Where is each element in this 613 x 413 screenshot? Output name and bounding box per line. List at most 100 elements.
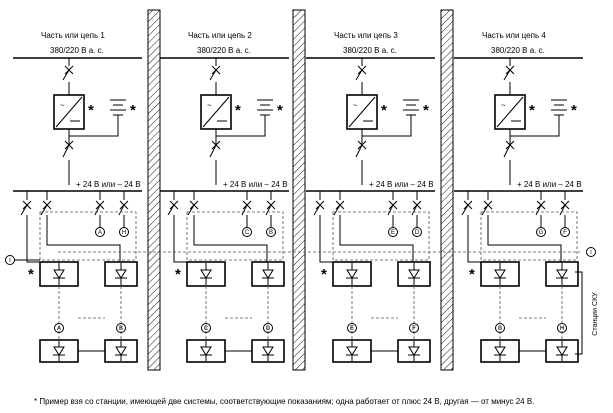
output-a-terminal-label: E	[391, 230, 395, 236]
input-right-terminal-label: F	[412, 326, 416, 332]
input-left-terminal-label: G	[498, 326, 503, 332]
feeder-wire-right	[487, 215, 562, 262]
rectifier-ac-symbol: ~	[501, 101, 506, 110]
output-a-terminal	[536, 227, 546, 237]
input-right-terminal-label: B	[119, 326, 123, 332]
feeder-wire-right	[339, 215, 414, 262]
dashed-frame-top	[39, 211, 137, 261]
feeder-blade	[118, 204, 125, 216]
right-input-terminal	[586, 247, 596, 257]
feeder-blade	[313, 204, 321, 216]
station-upper-left-diode	[494, 263, 506, 285]
station-lower-right-diode	[408, 341, 420, 361]
feeder-wire-left	[26, 215, 58, 263]
input-left-terminal	[54, 323, 64, 333]
dc-switch-blade	[209, 136, 217, 185]
ac-switch-blade	[209, 69, 217, 95]
supply-label: 380/220 В а. с.	[50, 46, 104, 55]
separator-wall-2	[292, 9, 306, 371]
feeder-wire-left	[173, 215, 205, 263]
battery-wire	[215, 115, 266, 137]
battery-wire	[361, 115, 412, 137]
feeder-blade	[265, 204, 272, 216]
rectifier-ac-symbol: ~	[207, 101, 212, 110]
output-a-terminal-label: C	[245, 230, 250, 236]
section-2: Часть или цепь 2 380/220 В а. с. ~ * * + 24 В…	[160, 31, 289, 363]
rectifier-asterisk: *	[381, 102, 387, 119]
feeder-blade	[535, 204, 542, 216]
dc-label: + 24 В или – 24 В	[223, 180, 288, 189]
left-input-label: I	[9, 258, 11, 264]
output-b-terminal-label: F	[563, 230, 567, 236]
feeder-wire-left	[319, 215, 351, 263]
input-left-terminal-label: E	[350, 326, 354, 332]
rectifier-ac-symbol: ~	[60, 101, 65, 110]
dc-switch-blade	[62, 136, 70, 185]
station-upper-right-diode	[408, 263, 420, 285]
feeder-blade	[411, 204, 418, 216]
supply-label: 380/220 В а. с.	[343, 46, 397, 55]
right-input-label: I	[590, 250, 592, 256]
input-right-terminal-label: D	[266, 326, 271, 332]
separator-wall-3	[440, 9, 454, 371]
station-asterisk: *	[175, 266, 181, 283]
feeder-blade	[167, 204, 175, 216]
feeder-wire-right	[193, 215, 268, 262]
dc-label: + 24 В или – 24 В	[369, 180, 434, 189]
dashed-frame-top	[186, 211, 284, 261]
left-input-terminal	[5, 255, 15, 265]
station-lower-left-diode	[53, 341, 65, 361]
battery-asterisk: *	[130, 102, 136, 119]
side-bracket	[575, 271, 583, 355]
input-left-terminal	[347, 323, 357, 333]
input-right-terminal	[263, 323, 273, 333]
station-asterisk: *	[28, 266, 34, 283]
input-left-terminal	[201, 323, 211, 333]
feeder-blade	[387, 204, 394, 216]
battery	[403, 99, 419, 116]
section-title: Часть или цепь 2	[188, 31, 252, 40]
dc-label: + 24 В или – 24 В	[517, 180, 582, 189]
station-upper-right-diode	[556, 263, 568, 285]
feeder-blade	[481, 204, 489, 216]
input-left-terminal	[495, 323, 505, 333]
output-a-terminal-label: G	[539, 230, 544, 236]
rectifier-asterisk: *	[235, 102, 241, 119]
station-upper-left-diode	[53, 263, 65, 285]
rectifier-ac-symbol: ~	[353, 101, 358, 110]
output-a-terminal	[242, 227, 252, 237]
battery-wire	[68, 115, 119, 137]
battery-asterisk: *	[423, 102, 429, 119]
dc-label: + 24 В или – 24 В	[76, 180, 141, 189]
input-right-terminal	[409, 323, 419, 333]
feeder-blade	[94, 204, 101, 216]
input-left-terminal-label: C	[204, 326, 209, 332]
output-a-terminal	[95, 227, 105, 237]
feeder-blade	[559, 204, 566, 216]
battery	[110, 99, 126, 116]
dc-switch-blade	[503, 136, 511, 185]
feeder-blade	[187, 204, 195, 216]
ac-switch-blade	[503, 69, 511, 95]
supply-label: 380/220 В а. с.	[197, 46, 251, 55]
ac-switch-blade	[355, 69, 363, 95]
station-lower-left-diode	[346, 341, 358, 361]
feeder-blade	[20, 204, 28, 216]
station-upper-right-diode	[115, 263, 127, 285]
battery-asterisk: *	[571, 102, 577, 119]
output-a-terminal-label: A	[98, 230, 102, 236]
input-right-terminal	[116, 323, 126, 333]
feeder-wire-right	[46, 215, 121, 262]
output-b-terminal-label: B	[269, 230, 273, 236]
section-title: Часть или цепь 4	[482, 31, 546, 40]
ac-switch-blade	[62, 69, 70, 95]
input-left-terminal-label: A	[57, 326, 61, 332]
station-lower-right-diode	[262, 341, 274, 361]
footnote: * Пример взя со станции, имеющей две сис…	[34, 397, 534, 406]
battery-asterisk: *	[277, 102, 283, 119]
battery	[551, 99, 567, 116]
feeder-wire-left	[467, 215, 499, 263]
rectifier-diagonal	[348, 96, 376, 128]
